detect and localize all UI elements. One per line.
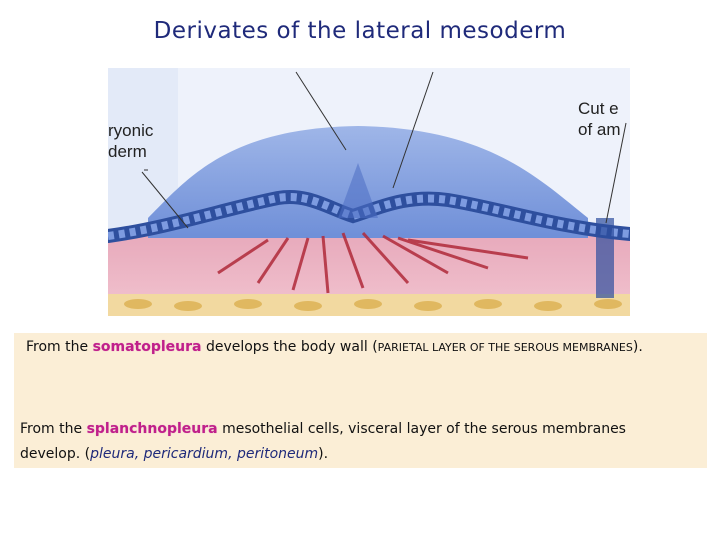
somatopleura-paragraph: From the somatopleura develops the body … [26, 339, 643, 355]
p1-prefix: From the [26, 339, 93, 355]
term-splanchnopleura: splanchnopleura [86, 421, 218, 437]
figure-label-right-line2: of am [578, 120, 621, 139]
p2-serous-membranes-list: pleura, pericardium, peritoneum [90, 446, 319, 462]
figure-label-right: Cut e of am [578, 98, 621, 140]
figure-label-right-line1: Cut e [578, 99, 619, 118]
p2-middle: mesothelial cells, visceral layer of the… [20, 421, 626, 462]
p2-prefix: From the [20, 421, 87, 437]
figure-label-left-line1: ryonic [108, 121, 154, 140]
p2-end: ). [318, 446, 329, 462]
p1-middle: develops the body wall ( [201, 339, 378, 355]
embryo-drawing [101, 68, 637, 316]
embryo-illustration: ryonic derm Cut e of am [101, 68, 637, 316]
p1-parietal-layer: PARIETAL LAYER OF THE SEROUS MEMBRANES [377, 341, 633, 354]
figure-label-left-line2: derm [108, 142, 147, 161]
explanation-box: From the somatopleura develops the body … [14, 333, 707, 468]
figure-label-left: ryonic derm [108, 120, 153, 162]
slide-title: Derivates of the lateral mesoderm [153, 18, 567, 44]
term-somatopleura: somatopleura [92, 339, 202, 355]
splanchnopleura-paragraph: From the splanchnopleura mesothelial cel… [20, 417, 690, 467]
p1-end: ). [632, 339, 643, 355]
